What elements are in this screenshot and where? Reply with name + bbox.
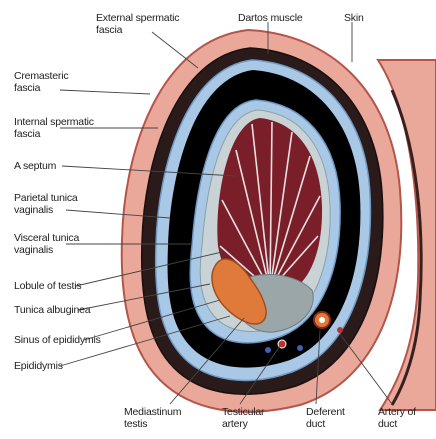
deferent-duct-lumen (319, 317, 325, 323)
label-line: artery (222, 418, 264, 430)
pampiniform-vessel (265, 347, 271, 353)
label-testicular-artery: Testicular artery (222, 406, 264, 430)
label-artery-of-duct: Artery of duct (378, 406, 416, 430)
label-deferent-duct: Deferent duct (306, 406, 345, 430)
label-line: Testicular (222, 406, 264, 418)
label-line: testis (124, 418, 181, 430)
label-tunica-albuginea: Tunica albuginea (14, 304, 90, 316)
label-line: fascia (14, 128, 94, 140)
label-sinus-of-epididymis: Sinus of epididymis (14, 334, 101, 346)
label-line: Internal spermatic (14, 116, 94, 128)
label-line: Visceral tunica (14, 232, 79, 244)
label-lobule-of-testis: Lobule of testis (14, 280, 81, 292)
pampiniform-vessel (297, 345, 303, 351)
label-parietal-tunica-vaginalis: Parietal tunica vaginalis (14, 192, 78, 216)
label-skin: Skin (344, 12, 364, 24)
label-epididymis: Epididymis (14, 360, 63, 372)
label-septum: A septum (14, 160, 56, 172)
label-line: Artery of (378, 406, 416, 418)
artery-of-duct (337, 327, 343, 333)
label-line: fascia (14, 82, 68, 94)
label-line: duct (378, 418, 416, 430)
label-line: Cremasteric (14, 70, 68, 82)
label-line: Mediastinum (124, 406, 181, 418)
label-line: vaginalis (14, 204, 78, 216)
label-line: External spermatic (96, 12, 179, 24)
label-external-spermatic-fascia: External spermatic fascia (96, 12, 179, 36)
label-visceral-tunica-vaginalis: Visceral tunica vaginalis (14, 232, 79, 256)
label-dartos-muscle: Dartos muscle (238, 12, 303, 24)
label-mediastinum-testis: Mediastinum testis (124, 406, 181, 430)
label-line: duct (306, 418, 345, 430)
label-line: vaginalis (14, 244, 79, 256)
label-line: Parietal tunica (14, 192, 78, 204)
label-line: Deferent (306, 406, 345, 418)
label-cremasteric-fascia: Cremasteric fascia (14, 70, 68, 94)
label-internal-spermatic-fascia: Internal spermatic fascia (14, 116, 94, 140)
label-line: fascia (96, 24, 179, 36)
